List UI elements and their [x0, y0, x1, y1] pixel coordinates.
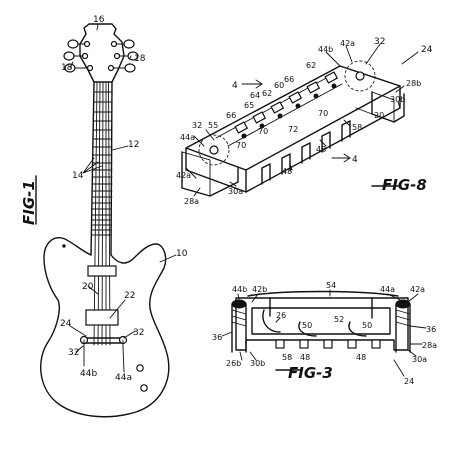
bridge-inner-frame [251, 307, 391, 335]
ref-30b: 30b [250, 359, 265, 368]
ref-50-a: 50 [302, 321, 312, 330]
ref-24: 24 [60, 319, 72, 329]
figure-3-bridge-section: 44b 42b 54 44a 42a 36 36 26 50 52 50 58 … [212, 281, 437, 386]
ref-44a: 44a [380, 285, 395, 294]
figure-1-guitar: 16 18 18 12 14 10 20 22 24 32 44b 32 44a… [20, 15, 188, 418]
ref-26b: 26b [226, 359, 241, 368]
ref-70-c: 70 [236, 141, 246, 150]
ref-12: 12 [128, 140, 139, 150]
ref-62b: 62 [262, 89, 272, 98]
fig8-leader-lines [185, 43, 419, 197]
ref-26: 26 [276, 311, 286, 320]
ref-30a: 30a [228, 187, 243, 196]
ref-42a: 42a [410, 285, 425, 294]
ref-60: 60 [274, 81, 284, 90]
ref-20: 20 [374, 111, 384, 120]
ref-72: 72 [288, 125, 298, 134]
ref-28a: 28a [184, 197, 199, 206]
mounting-posts [231, 299, 411, 353]
ref-20: 20 [82, 282, 94, 292]
ref-14: 14 [72, 171, 84, 181]
ref-28a: 28a [422, 341, 437, 350]
ref-50-b: 50 [362, 321, 372, 330]
ref-44b: 44b [232, 285, 247, 294]
ref-52: 52 [334, 315, 344, 324]
ref-24: 24 [404, 377, 414, 386]
section-arrows [241, 79, 351, 163]
fig1-caption: FIG-1 [20, 180, 38, 225]
ref-42b: 42b [252, 285, 267, 294]
ref-36-left: 36 [212, 333, 222, 342]
ref-32-left: 32 [192, 121, 202, 130]
ref-4-bottom: 4 [352, 155, 358, 165]
control-knob-1 [136, 364, 144, 372]
ref-62: 62 [306, 61, 316, 70]
ref-66b: 66 [226, 111, 236, 120]
ref-18-right: 18 [134, 54, 146, 64]
fig8-caption: FIG-8 [382, 176, 427, 194]
ref-44a: 44a [115, 373, 132, 383]
post-detail-circle-left [198, 134, 230, 166]
ref-16: 16 [93, 15, 105, 25]
ref-32-top: 32 [374, 37, 385, 47]
ref-65: 65 [244, 101, 254, 110]
string-arc [247, 290, 399, 297]
ref-70-b: 70 [258, 127, 268, 136]
ref-64: 64 [250, 91, 260, 100]
ref-58: 58 [352, 123, 362, 132]
pickup-neck [87, 265, 117, 277]
guitar-strings [93, 81, 111, 346]
post-detail-circle-right [344, 60, 376, 92]
ref-30b: 30b [390, 95, 405, 104]
ref-42a-top: 42a [340, 39, 355, 48]
ref-44a: 44a [180, 133, 195, 142]
adjustment-screws [262, 297, 373, 337]
ref-30a: 30a [412, 355, 427, 364]
ref-48-b: 48 [356, 353, 366, 362]
ref-4-top: 4 [232, 81, 238, 91]
ref-54: 54 [326, 281, 336, 290]
ref-42a-left: 42a [176, 171, 191, 180]
ref-32-right: 32 [133, 328, 144, 338]
ref-58: 58 [282, 353, 292, 362]
ref-44b: 44b [80, 369, 97, 379]
ref-44b: 44b [318, 45, 333, 54]
fig3-caption: FIG-3 [288, 364, 333, 382]
ref-70-a: 70 [318, 109, 328, 118]
ref-24: 24 [421, 45, 433, 55]
tuning-pegs-left [63, 39, 94, 73]
ref-10: 10 [176, 249, 188, 259]
ref-48-a: 48 [316, 145, 326, 154]
pickup-bridge [85, 309, 119, 326]
ref-48-b: 48 [282, 167, 292, 176]
section-saddles [275, 339, 381, 349]
ref-22: 22 [124, 291, 135, 301]
ref-18-left: 18 [61, 63, 73, 73]
ref-28b: 28b [406, 79, 421, 88]
guitar-body [40, 237, 170, 418]
ref-66: 66 [284, 75, 294, 84]
fig3-leader-lines [221, 289, 427, 377]
saddles-row [215, 71, 343, 147]
fig1-leader-lines [69, 23, 177, 373]
ref-32-left: 32 [68, 348, 79, 358]
bridge-assembly [79, 335, 128, 349]
ref-36-right: 36 [426, 325, 436, 334]
figure-8-bridge-perspective: 4 4 24 32 42a 44b 28b 30b 20 62 66 60 64… [176, 37, 433, 206]
control-knob-2 [140, 384, 148, 392]
ref-55: 55 [208, 121, 218, 130]
bridge-base-plate [235, 297, 409, 351]
bridge-notches [261, 120, 351, 185]
ref-48-a: 48 [300, 353, 310, 362]
